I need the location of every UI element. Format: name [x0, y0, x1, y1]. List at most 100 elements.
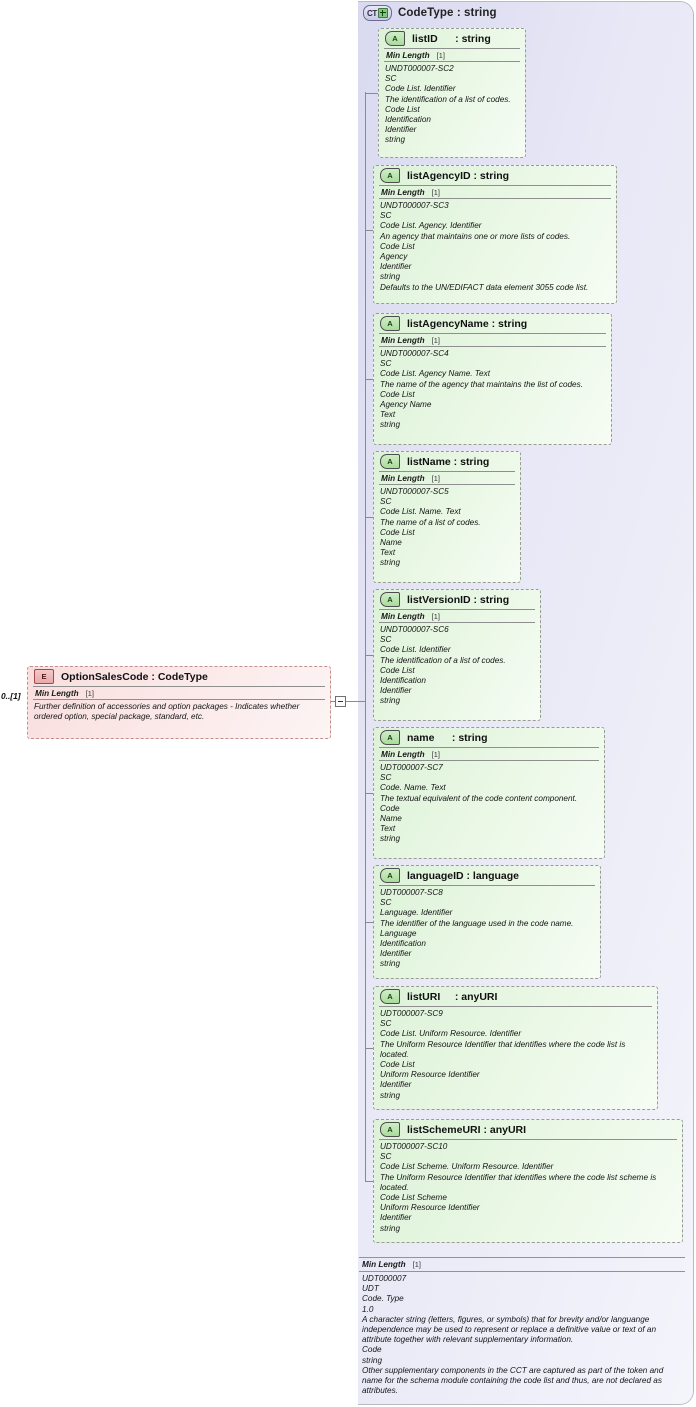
attribute-documentation-line: Text [380, 410, 396, 420]
attribute-documentation-line: Code List [380, 389, 415, 399]
plus-icon[interactable] [378, 8, 389, 18]
attribute-divider [379, 1139, 677, 1140]
element-box-optionsalescode[interactable]: E OptionSalesCode : CodeType Min Length … [27, 666, 331, 739]
attribute-divider [379, 885, 595, 886]
attribute-documentation-line: string [380, 272, 401, 282]
attribute-facet-occurs: [1] [431, 473, 440, 483]
attribute-documentation-line: SC [380, 898, 392, 908]
attribute-documentation-line: Agency [380, 252, 408, 262]
attribute-documentation-line: string [380, 834, 401, 844]
attribute-documentation-line: UNDT000007-SC4 [380, 349, 449, 358]
complextype-expand-icon[interactable]: CT [363, 5, 392, 21]
attribute-documentation-line: Identification [380, 676, 426, 686]
connector-branch [365, 793, 378, 794]
attribute-facet-label: Min Length [381, 749, 425, 759]
connector-element-link [331, 701, 337, 702]
complextype-documentation-line: UDT000007 [362, 1274, 407, 1283]
attribute-facet-minlength: Min Length[1] [384, 48, 520, 62]
attribute-documentation-line: The Uniform Resource Identifier that ide… [380, 1172, 657, 1192]
attribute-documentation-line: The textual equivalent of the code conte… [380, 793, 578, 803]
attribute-documentation-line: Identifier [380, 262, 412, 272]
attribute-documentation-line: Identifier [380, 1080, 412, 1090]
attribute-facet-occurs: [1] [431, 335, 440, 345]
complextype-facet-occurs: [1] [412, 1260, 421, 1269]
complextype-facet-label: Min Length [362, 1260, 406, 1269]
attribute-documentation-line: UNDT000007-SC2 [385, 64, 454, 73]
attribute-title: listName : string [407, 455, 490, 468]
complextype-documentation-line: Code [362, 1345, 382, 1355]
attribute-facet-occurs: [1] [431, 611, 440, 621]
attribute-title: languageID : language [407, 869, 520, 882]
attribute-documentation-line: UNDT000007-SC5 [380, 487, 449, 496]
attribute-documentation-line: Identifier [385, 125, 417, 135]
connector-branch [365, 655, 378, 656]
element-documentation-line: Further definition of accessories and op… [34, 702, 300, 722]
attribute-icon: A [380, 730, 400, 745]
attribute-documentation-line: SC [385, 74, 397, 84]
complextype-documentation-line: A character string (letters, figures, or… [362, 1314, 657, 1345]
attribute-documentation-line: SC [380, 773, 392, 783]
attribute-documentation-line: Code List. Identifier [385, 84, 456, 94]
attribute-documentation-line: UDT000007-SC9 [380, 1009, 443, 1018]
element-header: E OptionSalesCode : CodeType [28, 667, 330, 686]
connector-vertical-trunk [365, 92, 366, 1182]
attribute-documentation-line: Code List [380, 527, 415, 537]
complextype-documentation-line: Code. Type [362, 1294, 404, 1304]
attribute-documentation-line: string [380, 1223, 401, 1233]
complextype-icon-label: CT [366, 8, 378, 18]
attribute-documentation-line: Text [380, 548, 396, 558]
attribute-documentation-line: Code List. Agency. Identifier [380, 221, 482, 231]
attribute-documentation-line: The identification of a list of codes. [380, 655, 506, 665]
attribute-facet-minlength: Min Length[1] [379, 609, 535, 623]
attribute-documentation-line: SC [380, 1019, 392, 1029]
attribute-documentation-line: Identifier [380, 949, 412, 959]
attribute-documentation-line: Code [380, 803, 400, 813]
connector-branch [365, 379, 378, 380]
attribute-facet-minlength: Min Length[1] [379, 185, 611, 199]
attribute-documentation-line: Identification [380, 939, 426, 949]
connector-branch [365, 1181, 378, 1182]
attribute-documentation-line: The Uniform Resource Identifier that ide… [380, 1039, 626, 1059]
attribute-facet-occurs: [1] [436, 50, 445, 60]
attribute-icon: A [380, 989, 400, 1004]
attribute-documentation-line: Code List. Agency Name. Text [380, 369, 490, 379]
attribute-documentation-line: string [380, 696, 401, 706]
attribute-documentation-line: The name of a list of codes. [380, 517, 481, 527]
attribute-facet-label: Min Length [381, 335, 425, 345]
attribute-facet-occurs: [1] [431, 187, 440, 197]
attribute-documentation-line: Code List. Name. Text [380, 507, 461, 517]
attribute-icon: A [380, 316, 400, 331]
element-facet-minlength: Min Length [1] [33, 686, 325, 700]
element-documentation: Further definition of accessories and op… [28, 700, 330, 725]
element-occurrence: 0..[1] [1, 691, 21, 701]
attribute-title: name : string [407, 731, 488, 744]
attribute-documentation-line: SC [380, 1152, 392, 1162]
connector-branch [365, 230, 378, 231]
attribute-documentation-line: SC [380, 635, 392, 645]
collapse-expander-icon[interactable] [335, 696, 346, 707]
attribute-documentation-line: Code List [385, 104, 420, 114]
attribute-title: listSchemeURI : anyURI [407, 1123, 527, 1136]
attribute-title: listVersionID : string [407, 593, 510, 606]
attribute-divider [379, 1006, 652, 1007]
attribute-facet-occurs: [1] [431, 749, 440, 759]
attribute-documentation-line: Code List [380, 665, 415, 675]
attribute-facet-minlength: Min Length [1] [379, 333, 606, 347]
